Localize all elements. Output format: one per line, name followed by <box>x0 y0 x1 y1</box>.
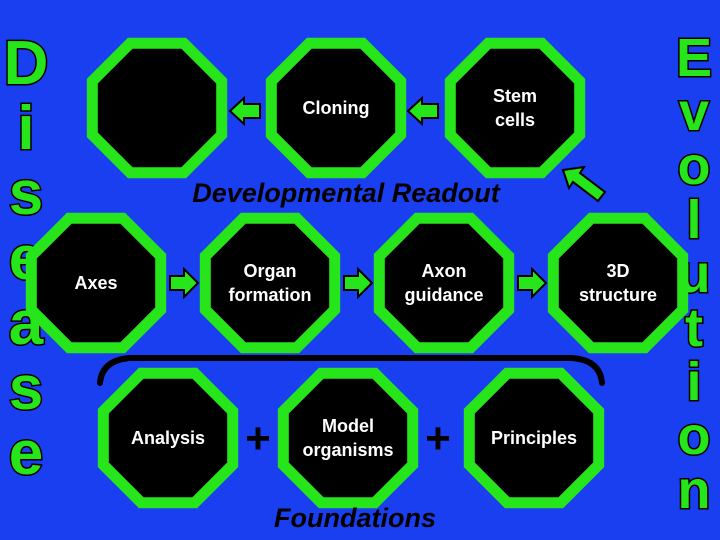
node-label-line: structure <box>579 285 657 305</box>
side-letter: v <box>679 82 709 142</box>
octagon-shape <box>265 37 407 179</box>
side-letter: e <box>9 419 43 488</box>
node-label-line: 3D <box>606 261 629 281</box>
node-blank <box>86 37 228 179</box>
side-letter: D <box>4 29 49 98</box>
node-label-line: Axon <box>422 261 467 281</box>
side-letter: s <box>9 159 43 228</box>
node-label-line: organisms <box>302 440 393 460</box>
octagon-shape <box>444 37 586 179</box>
node-model-organisms: Model organisms <box>277 367 419 509</box>
octagon-shape <box>86 37 228 179</box>
octagon-shape <box>547 212 689 354</box>
node-analysis: Analysis <box>97 367 239 509</box>
side-letter: E <box>676 28 712 88</box>
arrow-up-to-stem-cells <box>561 165 607 203</box>
octagon-shape <box>373 212 515 354</box>
side-letter: o <box>678 406 711 466</box>
node-label-line: Analysis <box>131 428 205 448</box>
node-principles: Principles <box>463 367 605 509</box>
node-label-line: Model <box>322 416 374 436</box>
side-letter: t <box>685 298 703 358</box>
side-letter: s <box>9 354 43 423</box>
node-label-line: cells <box>495 110 535 130</box>
node-label-line: Axes <box>74 273 117 293</box>
arrow-cloning-to-blank <box>228 95 261 127</box>
node-axon-guidance: Axon guidance <box>373 212 515 354</box>
section-title-developmental-readout: Developmental Readout <box>192 178 501 208</box>
plus-sign-2: + <box>425 414 451 463</box>
side-letter: o <box>678 136 711 196</box>
side-label-disease: Disease <box>4 29 49 488</box>
octagon-shape <box>199 212 341 354</box>
node-organ-formation: Organ formation <box>199 212 341 354</box>
octagon-shape <box>463 367 605 509</box>
node-label-line: formation <box>229 285 312 305</box>
arrow-stem-to-cloning <box>406 95 439 127</box>
octagon-shape <box>25 212 167 354</box>
plus-sign-1: + <box>245 414 271 463</box>
octagon-shape <box>97 367 239 509</box>
node-label-line: Principles <box>491 428 577 448</box>
section-title-foundations: Foundations <box>274 503 436 533</box>
node-stem-cells: Stem cells <box>444 37 586 179</box>
side-letter: i <box>17 94 34 163</box>
node-cloning: Cloning <box>265 37 407 179</box>
node-label-line: Cloning <box>303 98 370 118</box>
side-letter: l <box>686 190 701 250</box>
node-label-line: Organ <box>243 261 296 281</box>
arrow-axes-to-organ <box>169 266 200 300</box>
arrow-axon-to-3d <box>517 266 548 300</box>
side-letter: n <box>678 460 711 520</box>
node-3d-structure: 3D structure <box>547 212 689 354</box>
node-label-line: Stem <box>493 86 537 106</box>
node-axes: Axes <box>25 212 167 354</box>
octagon-shape <box>277 367 419 509</box>
foundations-brace <box>97 355 605 386</box>
node-label-line: guidance <box>404 285 483 305</box>
arrow-organ-to-axon <box>343 266 374 300</box>
side-letter: i <box>686 352 701 412</box>
